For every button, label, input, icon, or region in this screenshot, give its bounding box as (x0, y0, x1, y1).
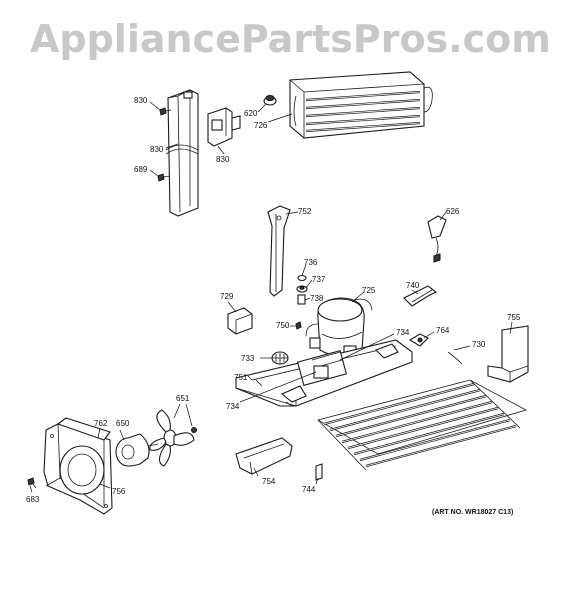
label-729[interactable]: 729 (220, 292, 234, 301)
bracket-752[interactable] (267, 205, 291, 297)
label-725[interactable]: 725 (362, 286, 376, 295)
fan-blade-651[interactable] (149, 409, 195, 467)
label-730[interactable]: 730 (472, 340, 486, 349)
part-labels: 830 830 830 689 620 726 752 626 736 737 … (26, 96, 521, 504)
label-756[interactable]: 756 (112, 487, 126, 496)
relay-729[interactable] (227, 307, 253, 335)
insulation-strip-762[interactable] (56, 417, 111, 506)
label-726[interactable]: 726 (254, 121, 268, 130)
clip-764[interactable] (408, 333, 429, 347)
bracket-755[interactable] (487, 325, 529, 383)
screw-750[interactable] (295, 321, 302, 330)
label-620[interactable]: 620 (244, 109, 258, 118)
screw-683[interactable] (27, 477, 37, 489)
coil-assembly-730[interactable] (316, 351, 528, 471)
overload-733[interactable] (271, 351, 289, 365)
label-830-mid[interactable]: 830 (150, 145, 164, 154)
watermark-text: AppliancePartsPros.com (30, 17, 551, 61)
channel-bracket-830[interactable] (165, 89, 199, 217)
label-764[interactable]: 764 (436, 326, 450, 335)
leader-lines (29, 101, 513, 493)
label-650[interactable]: 650 (116, 419, 130, 428)
sleeve-737[interactable] (296, 285, 308, 293)
label-651[interactable]: 651 (176, 394, 190, 403)
label-752[interactable]: 752 (298, 207, 312, 216)
condenser-coil-726[interactable] (289, 71, 433, 139)
screw-830[interactable] (159, 107, 172, 116)
label-689[interactable]: 689 (134, 165, 148, 174)
label-750[interactable]: 750 (276, 321, 290, 330)
base-plate-751[interactable] (235, 339, 413, 407)
relay-clip-830[interactable] (207, 107, 241, 147)
label-744[interactable]: 744 (302, 485, 316, 494)
drain-pan-754[interactable] (235, 437, 293, 475)
grommet-620[interactable] (263, 95, 277, 106)
label-738[interactable]: 738 (310, 294, 324, 303)
label-736[interactable]: 736 (304, 258, 318, 267)
compressor-725[interactable] (305, 297, 373, 357)
screw-689[interactable] (157, 173, 171, 182)
spacer-738[interactable] (297, 294, 306, 305)
clip-744[interactable] (315, 463, 323, 481)
label-733[interactable]: 733 (241, 354, 255, 363)
clip-740[interactable] (403, 285, 438, 307)
label-734-lower[interactable]: 734 (226, 402, 240, 411)
grommet-736[interactable] (297, 274, 307, 282)
label-626[interactable]: 626 (446, 207, 460, 216)
label-751[interactable]: 751 (234, 373, 248, 382)
label-683[interactable]: 683 (26, 495, 40, 504)
label-830-relay[interactable]: 830 (216, 155, 230, 164)
label-737[interactable]: 737 (312, 275, 326, 284)
fan-motor-650[interactable] (115, 433, 159, 467)
label-740[interactable]: 740 (406, 281, 420, 290)
label-830-top[interactable]: 830 (134, 96, 148, 105)
wire-harness-626[interactable] (427, 215, 447, 263)
nut-651[interactable] (191, 427, 197, 433)
label-755[interactable]: 755 (507, 313, 521, 322)
label-762[interactable]: 762 (94, 419, 108, 428)
art-number: (ART NO. WR18027 C13) (432, 509, 513, 516)
label-754[interactable]: 754 (262, 477, 276, 486)
label-734-upper[interactable]: 734 (396, 328, 410, 337)
fan-shroud-756[interactable] (43, 423, 113, 515)
